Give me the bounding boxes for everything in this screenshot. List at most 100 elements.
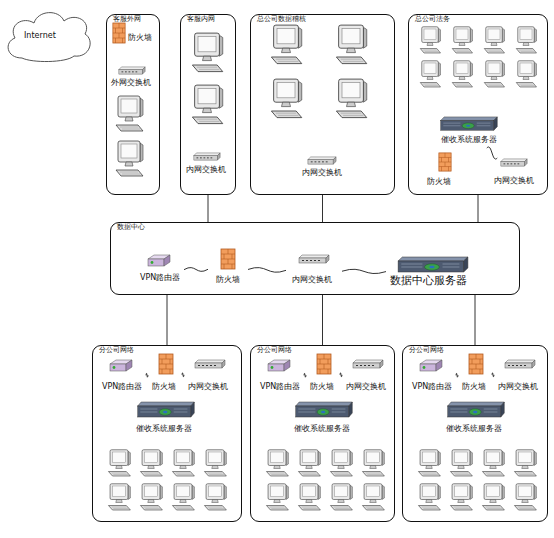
group-heading: 客服外网 xyxy=(113,16,141,23)
device-icon-use xyxy=(268,360,290,371)
device-icon xyxy=(439,116,499,132)
device-icon xyxy=(112,22,126,44)
device-icon xyxy=(194,359,226,369)
device-label: 外网交换机 xyxy=(111,79,151,87)
pc-icon xyxy=(192,33,222,72)
group-box: 分公司网络 VPN路由器防火墙内网交换机催收系统服务器 xyxy=(92,345,242,522)
device-icon-use xyxy=(398,257,468,272)
device-icon xyxy=(266,359,292,373)
pc-icon xyxy=(204,484,226,510)
device-node: 内网交换机 xyxy=(286,252,342,290)
device-icon xyxy=(438,152,452,172)
group-box: 客服外网防火墙外网交换机 xyxy=(106,14,160,195)
device-label: 催收系统服务器 xyxy=(136,425,192,433)
device-icon xyxy=(504,359,536,369)
pc-icon xyxy=(140,450,162,476)
device-icon-use xyxy=(195,360,225,368)
device-label: 防火墙 xyxy=(310,383,334,391)
device-node: 防火墙 xyxy=(424,152,458,190)
pc-icon xyxy=(298,484,320,510)
pc-icon xyxy=(140,484,162,510)
device-node: 催收系统服务器 xyxy=(436,401,516,437)
device-label: 内网交换机 xyxy=(188,383,228,391)
connector xyxy=(184,268,208,272)
connector xyxy=(492,373,494,377)
device-icon-use xyxy=(148,255,170,266)
device-icon xyxy=(396,256,470,274)
pc-icon xyxy=(452,61,472,87)
pc-icon xyxy=(108,484,130,510)
device-icon-use xyxy=(299,255,329,263)
cloud-label: Internet xyxy=(24,32,56,40)
cloud-path xyxy=(8,13,90,62)
device-icon xyxy=(146,254,172,268)
pc-icon xyxy=(298,450,320,476)
device-node: 内网交换机 xyxy=(486,158,542,190)
device-node: 防火墙 xyxy=(148,353,182,395)
group-box: 分公司网络 VPN路由器 防火墙 内网交换机催收系统服务器 xyxy=(402,345,548,522)
device-icon xyxy=(220,248,236,270)
connector xyxy=(456,373,458,377)
device-icon xyxy=(158,353,174,375)
device-icon xyxy=(118,66,146,75)
device-icon xyxy=(307,156,337,165)
device-icon-use xyxy=(138,402,195,417)
group-box: 客服内网内网交换机 xyxy=(180,14,236,195)
device-icon xyxy=(108,359,134,373)
device-label: 防火墙 xyxy=(128,34,152,42)
device-node: 数据中心服务器 xyxy=(386,254,486,290)
connector xyxy=(322,295,323,345)
pc-icon xyxy=(514,484,536,510)
device-icon-use xyxy=(420,360,442,371)
device-node: 防火墙 xyxy=(208,248,248,290)
pc-icon xyxy=(330,450,352,476)
device-icon-use xyxy=(119,67,145,74)
device-label: VPN路由器 xyxy=(260,383,300,391)
pc-icon xyxy=(452,27,472,53)
pc-icon xyxy=(516,27,536,53)
pc-icon xyxy=(362,450,384,476)
device-icon-use xyxy=(159,354,173,374)
group-heading: 总公司数据稽核 xyxy=(257,16,306,23)
device-icon-use xyxy=(448,402,505,417)
group-heading: 分公司网络 xyxy=(409,347,444,354)
device-icon xyxy=(316,353,332,375)
device-label: 内网交换机 xyxy=(292,276,332,284)
device-label: 内网交换机 xyxy=(346,383,386,391)
device-icon xyxy=(298,254,330,264)
device-label: 内网交换机 xyxy=(498,383,538,391)
pc-icon xyxy=(420,61,440,87)
device-node: 外网交换机 xyxy=(108,64,158,92)
connector xyxy=(475,295,476,345)
device-label: 催收系统服务器 xyxy=(446,425,502,433)
device-node: VPN路由器 xyxy=(256,359,304,395)
device-icon-use xyxy=(308,157,336,164)
device-icon xyxy=(136,401,196,419)
device-icon-use xyxy=(501,159,527,166)
device-node: VPN路由器 xyxy=(98,359,146,395)
device-icon xyxy=(294,401,354,419)
connector xyxy=(182,373,184,377)
pc-icon xyxy=(450,450,472,476)
pc-icon xyxy=(271,25,301,64)
device-icon-use xyxy=(441,117,498,130)
pc-icon xyxy=(516,61,536,87)
pc-icon xyxy=(192,85,222,124)
device-label: VPN路由器 xyxy=(412,383,452,391)
connector xyxy=(342,269,386,273)
pc-icon xyxy=(266,484,288,510)
group-heading: 分公司网络 xyxy=(99,347,134,354)
pc-icon xyxy=(362,484,384,510)
device-node: 防火墙 xyxy=(458,353,492,395)
device-label: 防火墙 xyxy=(462,383,486,391)
pc-icon xyxy=(108,450,130,476)
device-node: 催收系统服务器 xyxy=(436,114,502,148)
pc-icon xyxy=(172,484,194,510)
pc-icon xyxy=(266,450,288,476)
connector xyxy=(478,195,479,222)
device-node: VPN路由器 xyxy=(408,359,456,395)
pc-icon xyxy=(484,27,504,53)
device-icon xyxy=(468,353,484,375)
pc-icon xyxy=(514,450,536,476)
